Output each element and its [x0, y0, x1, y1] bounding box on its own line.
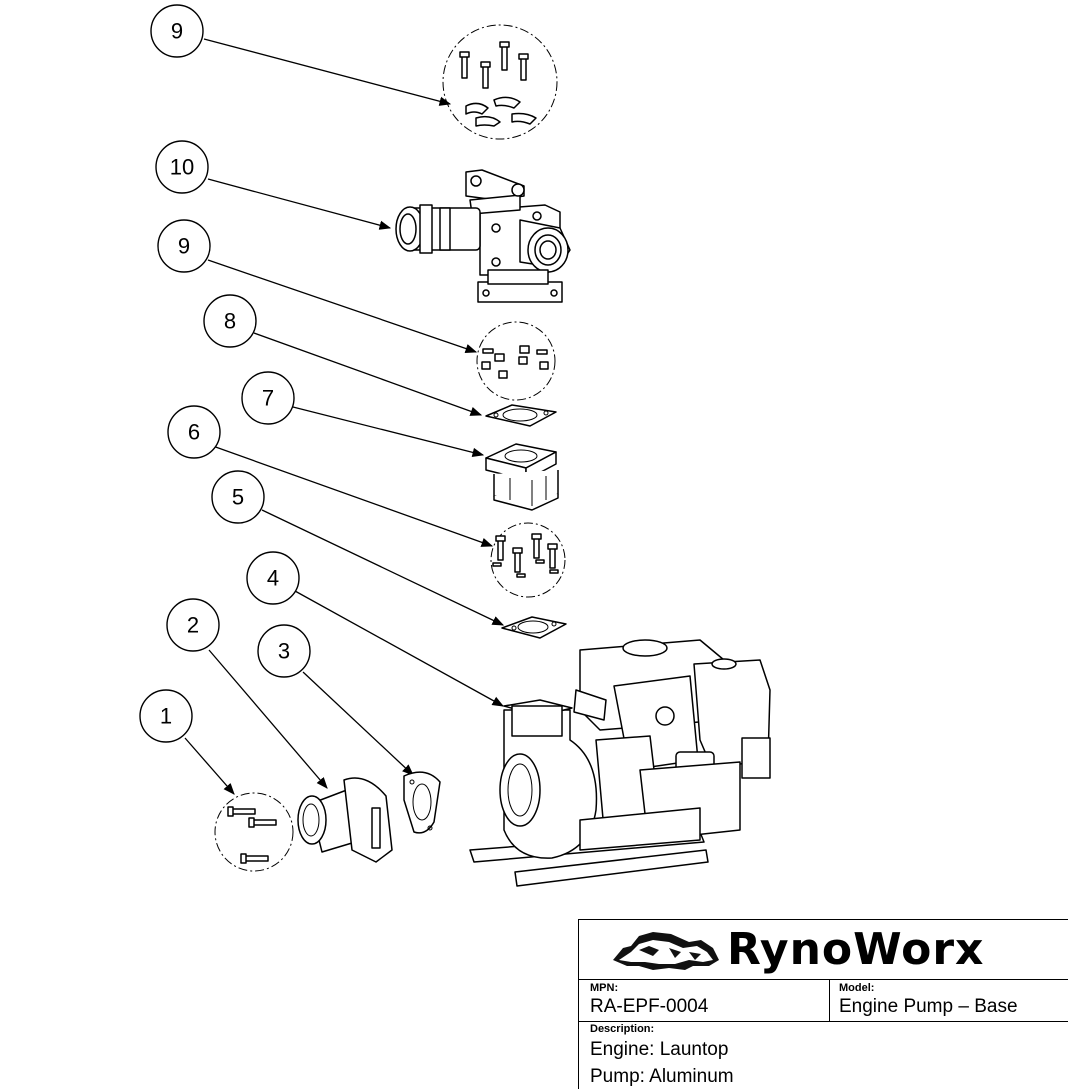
callout-label: 7: [262, 386, 274, 411]
part-6-bolt-kit: [490, 522, 566, 598]
callout-label: 9: [171, 19, 183, 44]
callout-2: 2: [166, 598, 220, 652]
part-4-engine-pump-assembly: [469, 639, 771, 887]
callout-label: 6: [188, 420, 200, 445]
callout-label: 2: [187, 613, 199, 638]
logo-row: RynoWorx: [579, 920, 1068, 980]
rhino-logo-icon: [613, 932, 719, 970]
callout-1: 1: [139, 689, 193, 743]
callout-label: 10: [170, 155, 194, 180]
callout-9-middle: 9: [157, 219, 211, 273]
description-row: Description: Engine: Launtop Pump: Alumi…: [579, 1021, 1068, 1090]
callout-9-top: 9: [150, 4, 204, 58]
callout-4: 4: [246, 551, 300, 605]
callout-label: 1: [160, 704, 172, 729]
model-value: Engine Pump – Base: [839, 996, 1018, 1017]
description-line: Engine: Launtop: [590, 1039, 729, 1060]
callout-label: 3: [278, 639, 290, 664]
mpn-label: MPN:: [590, 982, 619, 994]
title-block: RynoWorx MPN: RA-EPF-0004 Model: Engine …: [578, 919, 1068, 1089]
part-3-flange-gasket: [403, 771, 441, 834]
mpn-value: RA-EPF-0004: [590, 996, 709, 1017]
part-1-bolt-kit: [214, 792, 294, 872]
brand-name: RynoWorx: [727, 924, 985, 975]
callout-5: 5: [211, 470, 265, 524]
part-9-bolt-and-clip-kit: [442, 24, 558, 140]
callout-label: 9: [178, 234, 190, 259]
part-2-suction-flange: [297, 777, 393, 863]
leader-lines: [184, 38, 505, 795]
part-8-gasket: [485, 404, 557, 427]
part-9-nut-kit: [476, 321, 556, 401]
callout-label: 5: [232, 485, 244, 510]
callout-10: 10: [155, 140, 209, 194]
mpn-model-row: MPN: RA-EPF-0004 Model: Engine Pump – Ba…: [579, 979, 1068, 1022]
callout-label: 8: [224, 309, 236, 334]
description-line: Pump: Aluminum: [590, 1066, 734, 1087]
part-7-spacer-flange: [485, 443, 559, 511]
part-5-gasket: [501, 616, 567, 639]
callout-label: 4: [267, 566, 279, 591]
description-label: Description:: [590, 1023, 655, 1035]
callout-8: 8: [203, 294, 257, 348]
cell-divider: [829, 979, 830, 1021]
part-10-valve-assembly: [395, 169, 571, 303]
callout-6: 6: [167, 405, 221, 459]
model-label: Model:: [839, 982, 875, 994]
callout-7: 7: [241, 371, 295, 425]
callout-3: 3: [257, 624, 311, 678]
